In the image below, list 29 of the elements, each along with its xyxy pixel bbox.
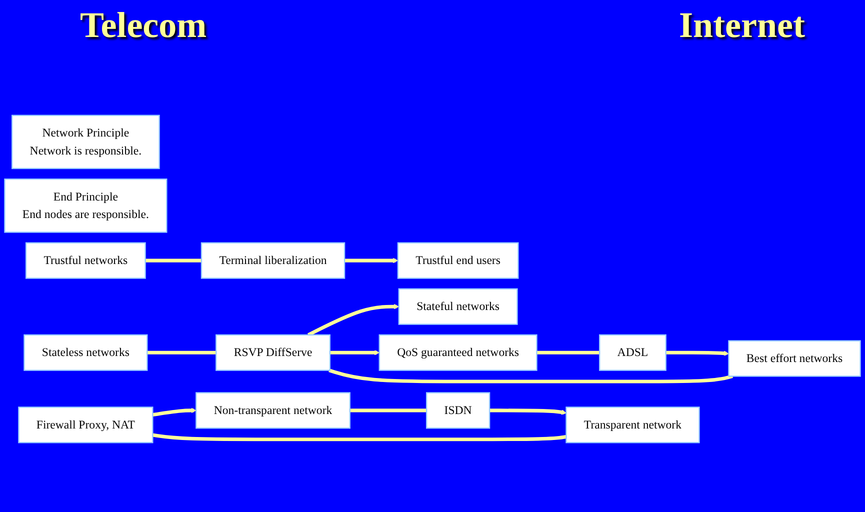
node-box: Best effort networks <box>728 340 861 377</box>
node-box: Firewall Proxy, NAT <box>18 406 154 444</box>
arrow <box>152 408 196 417</box>
node-box: End Principle End nodes are responsible. <box>4 178 168 233</box>
node-box: Trustful end users <box>397 242 519 279</box>
connector <box>147 350 216 354</box>
arrow <box>330 350 380 356</box>
node-box: ISDN <box>426 392 490 429</box>
node-box: RSVP DiffServe <box>216 334 330 371</box>
node-box: Stateful networks <box>398 288 518 325</box>
node-box: Terminal liberalization <box>200 242 346 279</box>
node-box: Transparent network <box>566 406 700 444</box>
connector <box>350 408 427 412</box>
connector <box>145 258 202 262</box>
arrow <box>307 304 400 336</box>
node-box: Stateless networks <box>24 334 148 371</box>
column-heading: Internet <box>679 4 805 47</box>
connector <box>152 433 567 442</box>
node-box: Trustful networks <box>25 242 146 279</box>
node-box: Non-transparent network <box>196 392 350 429</box>
node-box: Network Principle Network is responsible. <box>12 114 160 170</box>
connector <box>536 350 600 354</box>
arrow <box>490 408 566 415</box>
connector <box>328 368 734 384</box>
node-box: ADSL <box>599 334 666 371</box>
column-heading: Telecom <box>80 4 207 47</box>
arrow <box>344 258 398 264</box>
node-box: QoS guaranteed networks <box>378 334 538 371</box>
arrow <box>666 350 729 356</box>
